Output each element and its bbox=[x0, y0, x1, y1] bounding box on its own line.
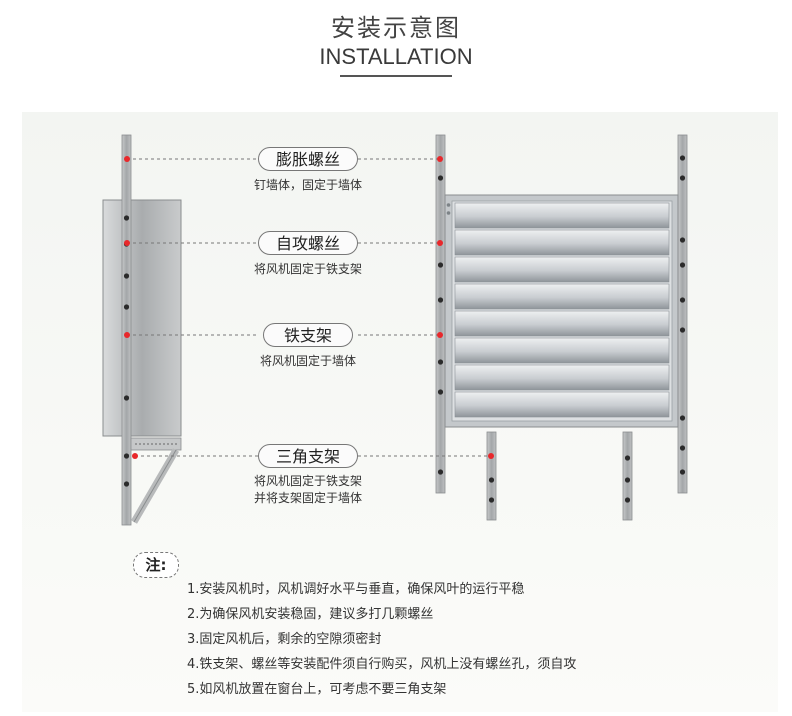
callout-triangle-bracket: 三角支架 bbox=[258, 444, 358, 468]
triangle-bracket-side bbox=[130, 437, 182, 524]
front-leg-holes bbox=[488, 455, 631, 503]
notes-tag: 注: bbox=[133, 552, 179, 578]
callout-expansion-screw: 膨胀螺丝 bbox=[258, 147, 358, 171]
fan-shutter-slats bbox=[454, 202, 670, 418]
note-item-2: 2.为确保风机安装稳固，建议多打几颗螺丝 bbox=[187, 607, 434, 622]
title-underline bbox=[340, 75, 452, 77]
callout-self-tapping-screw-desc: 将风机固定于铁支架 bbox=[253, 262, 362, 276]
callout-iron-bracket: 铁支架 bbox=[263, 323, 353, 347]
callout-triangle-bracket-desc-1: 将风机固定于铁支架 bbox=[253, 474, 362, 488]
callout-self-tapping-screw: 自攻螺丝 bbox=[258, 231, 358, 255]
callout-expansion-screw-desc: 钉墙体，固定于墙体 bbox=[253, 178, 362, 192]
red-markers bbox=[124, 156, 494, 459]
note-item-1: 1.安装风机时，风机调好水平与垂直，确保风叶的运行平稳 bbox=[187, 582, 525, 597]
fan-frame-screws bbox=[446, 203, 451, 215]
callout-iron-bracket-desc: 将风机固定于墙体 bbox=[259, 354, 356, 368]
right-bracket-holes bbox=[437, 155, 686, 475]
right-iron-bracket-left bbox=[435, 134, 446, 494]
left-iron-bracket bbox=[121, 134, 132, 526]
front-bracket-leg-right bbox=[622, 431, 633, 521]
fan-side-body bbox=[102, 199, 182, 437]
leader-lines bbox=[127, 158, 491, 457]
front-bracket-leg-left bbox=[486, 431, 497, 521]
callout-triangle-bracket-desc-2: 并将支架固定于墙体 bbox=[253, 491, 362, 505]
page-title: 安装示意图 bbox=[331, 14, 461, 42]
note-item-5: 5.如风机放置在窗台上，可考虑不要三角支架 bbox=[187, 682, 447, 697]
note-item-4: 4.铁支架、螺丝等安装配件须自行购买，风机上没有螺丝孔，须自攻 bbox=[187, 657, 577, 672]
right-iron-bracket-right bbox=[677, 134, 688, 494]
note-item-3: 3.固定风机后，剩余的空隙须密封 bbox=[187, 632, 382, 647]
page-subtitle: INSTALLATION bbox=[319, 44, 473, 69]
